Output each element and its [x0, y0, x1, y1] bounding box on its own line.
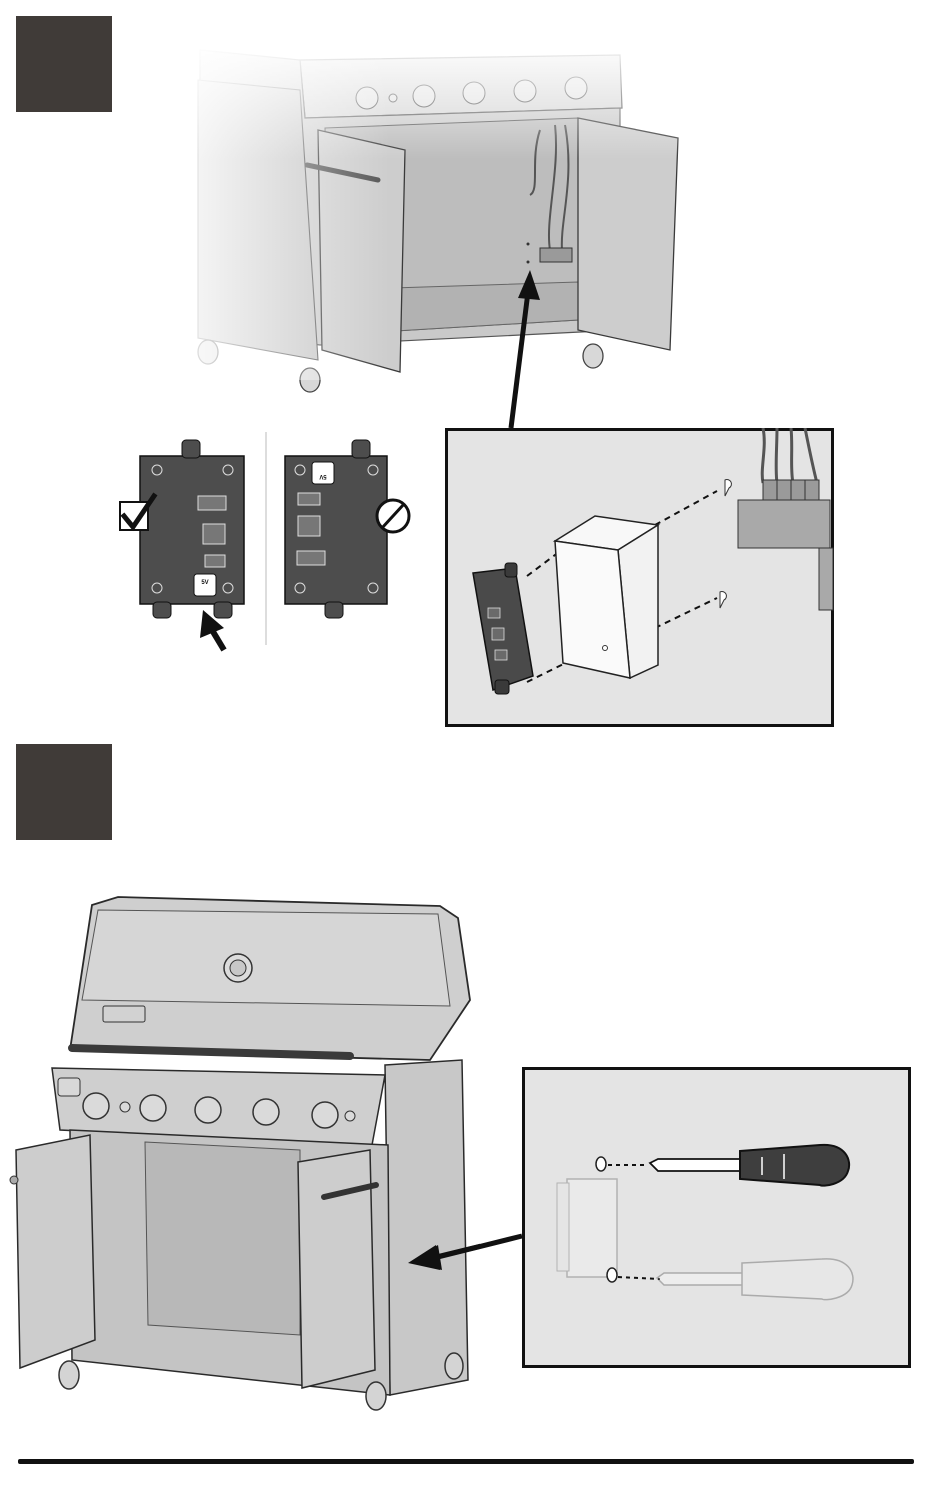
step-number-box-2 — [16, 744, 112, 840]
incorrect-port-label: 5V — [319, 473, 326, 479]
module-mounting-inset — [445, 428, 835, 728]
module-incorrect-orientation: 5V — [285, 440, 387, 618]
module-orientation-comparison: 5V 5V — [0, 420, 440, 660]
correct-port-label: 5V — [201, 580, 208, 586]
faded-module — [557, 1179, 617, 1277]
full-grill-illustration — [0, 890, 480, 1420]
grill-cabinet-illustration — [0, 0, 950, 430]
footer-rule — [18, 1459, 914, 1464]
arrow-to-side-panel — [408, 1230, 528, 1270]
prohibited-icon — [377, 500, 409, 532]
mounting-bracket — [555, 516, 658, 678]
checkmark-box-icon — [120, 496, 154, 530]
module-correct-orientation: 5V — [140, 440, 244, 618]
screwdriver-inset — [522, 1067, 912, 1369]
